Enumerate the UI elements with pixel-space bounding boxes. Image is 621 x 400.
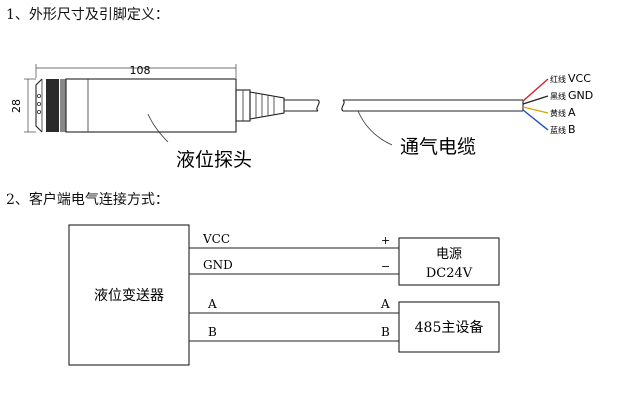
pin-signal: VCC — [568, 72, 591, 85]
wire-group — [522, 78, 549, 131]
wiring-diagram: 液位变送器 电源 DC24V 485主设备 VCC GND A B + − A … — [68, 224, 500, 366]
line-label-right: A — [380, 297, 390, 311]
dimension-length-label: 108 — [130, 64, 151, 77]
line-label-right: − — [381, 260, 390, 273]
pin-color-name: 蓝线 — [550, 125, 566, 135]
line-label-right: B — [381, 325, 390, 339]
probe-hole — [37, 94, 42, 99]
probe-hole — [37, 110, 42, 115]
line-label-right: + — [381, 234, 390, 247]
section1-title: 1、外形尺寸及引脚定义： — [6, 7, 169, 23]
master-device-label: 485主设备 — [415, 319, 484, 336]
probe-nose — [35, 78, 43, 133]
line-label-left: B — [208, 325, 217, 339]
dimension-length: 108 — [35, 64, 237, 78]
dimension-diameter-label: 28 — [10, 99, 23, 113]
line-label-left: A — [207, 297, 217, 311]
pin-color-name: 红线 — [550, 74, 566, 84]
probe-strain-relief — [249, 91, 285, 120]
pin-color-name: 黑线 — [550, 91, 566, 101]
line-label-left: GND — [203, 258, 233, 272]
probe-sensor-band-2 — [60, 79, 66, 132]
probe-sensor-band — [46, 79, 59, 132]
dimension-diameter: 28 — [10, 78, 36, 133]
probe-hole — [37, 102, 42, 107]
cable-label: 通气电缆 — [400, 136, 476, 158]
master-device-box — [398, 301, 500, 353]
line-label-left: VCC — [202, 232, 230, 246]
probe-drawing — [35, 78, 524, 133]
wire-b — [522, 109, 549, 131]
probe-label: 液位探头 — [176, 149, 252, 171]
wire-gnd — [522, 95, 549, 105]
pin-color-name: 黄线 — [550, 108, 566, 118]
wire-a — [522, 106, 549, 114]
power-supply-voltage: DC24V — [426, 266, 473, 281]
pin-signal: B — [568, 123, 576, 136]
pin-signal: GND — [568, 89, 593, 102]
cable-callout-leader — [357, 110, 393, 146]
cable-break-left — [316, 99, 320, 112]
transmitter-box — [68, 224, 190, 366]
cable-break-right — [341, 99, 345, 112]
power-supply-box — [398, 237, 500, 286]
power-supply-label: 电源 — [436, 247, 462, 262]
probe-body — [65, 78, 237, 133]
section2-title: 2、客户端电气连接方式： — [6, 192, 169, 208]
transmitter-label: 液位变送器 — [94, 288, 164, 304]
probe-callout-leader — [147, 113, 169, 143]
pin-signal: A — [568, 106, 576, 119]
wire-vcc — [522, 78, 549, 102]
